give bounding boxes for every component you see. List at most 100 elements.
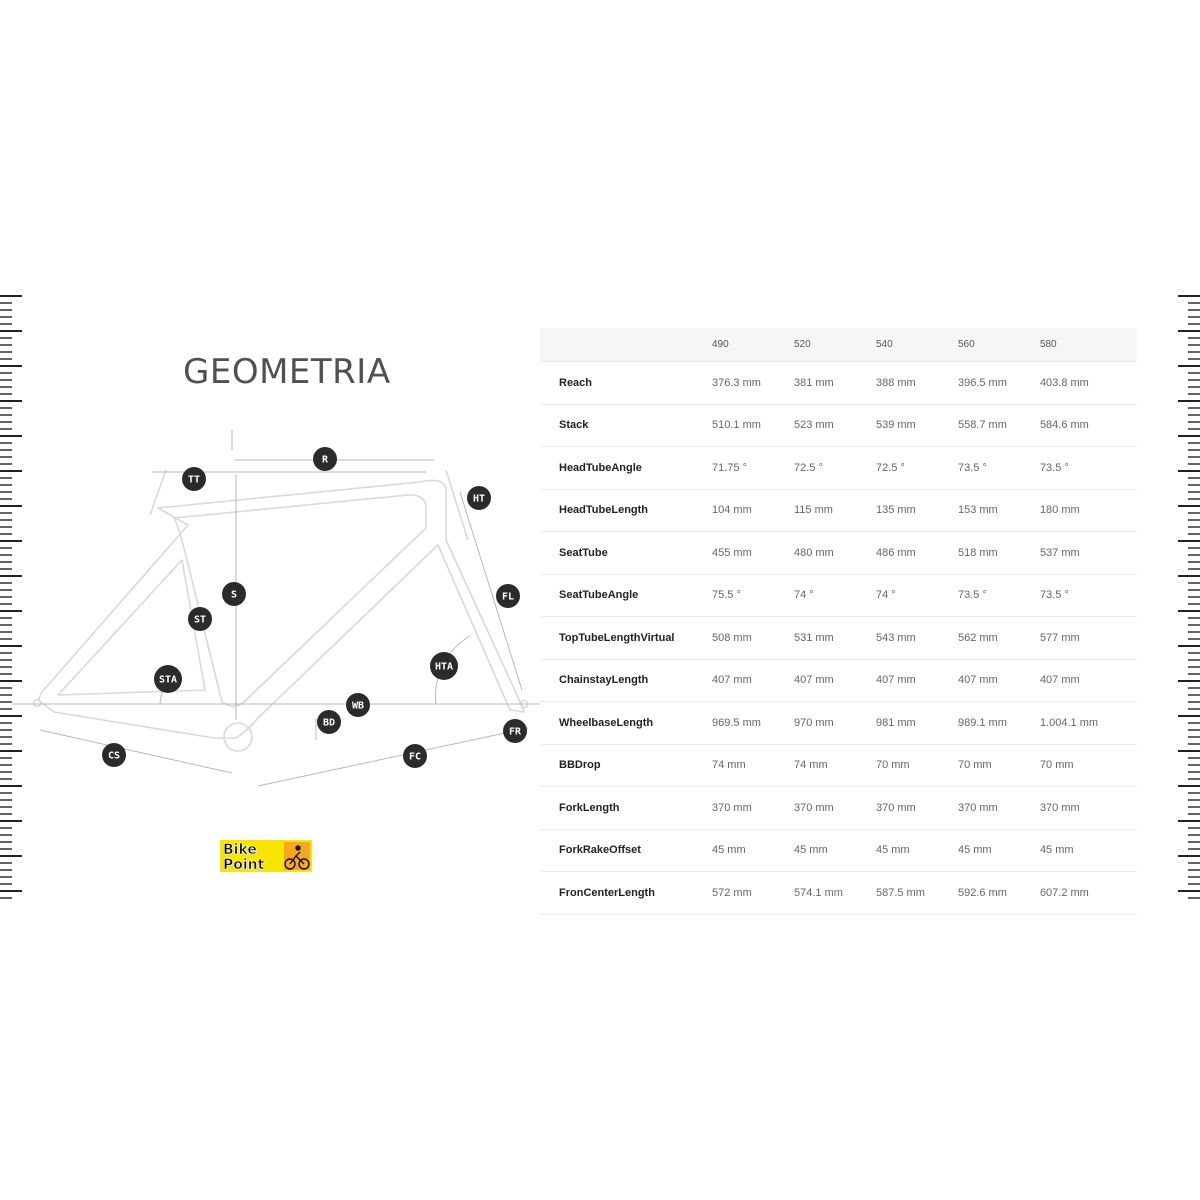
- table-cell: 1.004.1 mm: [1039, 701, 1137, 745]
- table-cell: 381 mm: [793, 361, 876, 405]
- table-cell: 45 mm: [712, 829, 794, 872]
- badge-sta: STA: [154, 665, 182, 693]
- size-header: 520: [793, 328, 876, 362]
- page-title: GEOMETRIA: [183, 352, 391, 392]
- table-cell: 531 mm: [793, 616, 876, 660]
- table-cell: 486 mm: [875, 531, 958, 575]
- table-cell: 104 mm: [712, 489, 794, 532]
- svg-text:Bike: Bike: [223, 842, 257, 858]
- table-cell: 455 mm: [712, 531, 794, 575]
- svg-text:STA: STA: [159, 675, 177, 686]
- table-cell: 70 mm: [957, 744, 1040, 787]
- badge-fc: FC: [403, 744, 427, 768]
- table-cell: 73.5 °: [957, 446, 1040, 490]
- table-cell: 407 mm: [793, 659, 876, 702]
- table-cell: 518 mm: [957, 531, 1040, 575]
- table-cell: 75.5 °: [712, 574, 794, 617]
- table-cell: 587.5 mm: [875, 871, 958, 915]
- table-cell: 407 mm: [875, 659, 958, 702]
- row-label: WheelbaseLength: [540, 701, 712, 745]
- table-cell: 989.1 mm: [957, 701, 1040, 745]
- table-cell: 539 mm: [875, 404, 958, 447]
- table-cell: 153 mm: [957, 489, 1040, 532]
- svg-text:CS: CS: [108, 751, 120, 762]
- svg-text:FL: FL: [502, 592, 514, 603]
- badge-fr: FR: [503, 719, 527, 743]
- table-cell: 537 mm: [1039, 531, 1137, 575]
- table-cell: 370 mm: [1039, 786, 1137, 830]
- row-label: ForkRakeOffset: [540, 829, 712, 872]
- frame-outline: [32, 469, 529, 752]
- table-cell: 403.8 mm: [1039, 361, 1137, 405]
- table-cell: 73.5 °: [957, 574, 1040, 617]
- size-header: 490: [712, 328, 794, 362]
- table-cell: 969.5 mm: [712, 701, 794, 745]
- table-cell: 577 mm: [1039, 616, 1137, 660]
- svg-text:HTA: HTA: [435, 662, 453, 673]
- table-cell: 396.5 mm: [957, 361, 1040, 405]
- row-label: Reach: [540, 361, 712, 405]
- table-cell: 73.5 °: [1039, 446, 1137, 490]
- table-cell: 558.7 mm: [957, 404, 1040, 447]
- svg-text:FC: FC: [409, 752, 421, 763]
- table-cell: 180 mm: [1039, 489, 1137, 532]
- table-cell: 607.2 mm: [1039, 871, 1137, 915]
- svg-text:FR: FR: [509, 727, 522, 738]
- table-cell: 407 mm: [957, 659, 1040, 702]
- row-label: SeatTube: [540, 531, 712, 575]
- badge-cs: CS: [102, 743, 126, 767]
- cyclist-icon: [284, 845, 310, 870]
- row-label: HeadTubeLength: [540, 489, 712, 532]
- table-cell: 970 mm: [793, 701, 876, 745]
- badge-bd: BD: [317, 710, 341, 734]
- table-cell: 510.1 mm: [712, 404, 794, 447]
- table-cell: 45 mm: [957, 829, 1040, 872]
- row-label: ForkLength: [540, 786, 712, 830]
- table-cell: 574.1 mm: [793, 871, 876, 915]
- table-cell: 70 mm: [1039, 744, 1137, 787]
- table-cell: 981 mm: [875, 701, 958, 745]
- table-cell: 73.5 °: [1039, 574, 1137, 617]
- table-cell: 523 mm: [793, 404, 876, 447]
- table-cell: 592.6 mm: [957, 871, 1040, 915]
- header-corner: [540, 328, 712, 362]
- svg-text:WB: WB: [352, 701, 364, 712]
- size-header: 560: [957, 328, 1040, 362]
- svg-text:Point: Point: [223, 857, 265, 872]
- row-label: BBDrop: [540, 744, 712, 787]
- table-cell: 115 mm: [793, 489, 876, 532]
- svg-text:BD: BD: [323, 718, 335, 729]
- table-cell: 74 °: [875, 574, 958, 617]
- table-cell: 407 mm: [1039, 659, 1137, 702]
- row-label: HeadTubeAngle: [540, 446, 712, 490]
- badge-fl: FL: [496, 584, 520, 608]
- badge-r: R: [313, 447, 337, 471]
- table-cell: 72.5 °: [793, 446, 876, 490]
- table-cell: 370 mm: [875, 786, 958, 830]
- table-cell: 376.3 mm: [712, 361, 794, 405]
- row-label: Stack: [540, 404, 712, 447]
- table-cell: 74 mm: [712, 744, 794, 787]
- row-label: TopTubeLengthVirtual: [540, 616, 712, 660]
- table-cell: 388 mm: [875, 361, 958, 405]
- table-cell: 407 mm: [712, 659, 794, 702]
- frame-geometry-diagram: TT R HT S ST FL STA HTA WB BD FR CS FC: [12, 430, 540, 787]
- table-cell: 370 mm: [712, 786, 794, 830]
- badge-ht: HT: [467, 486, 491, 510]
- table-cell: 562 mm: [957, 616, 1040, 660]
- table-cell: 45 mm: [875, 829, 958, 872]
- table-cell: 45 mm: [1039, 829, 1137, 872]
- svg-text:HT: HT: [473, 494, 485, 505]
- table-cell: 45 mm: [793, 829, 876, 872]
- table-cell: 543 mm: [875, 616, 958, 660]
- row-label: SeatTubeAngle: [540, 574, 712, 617]
